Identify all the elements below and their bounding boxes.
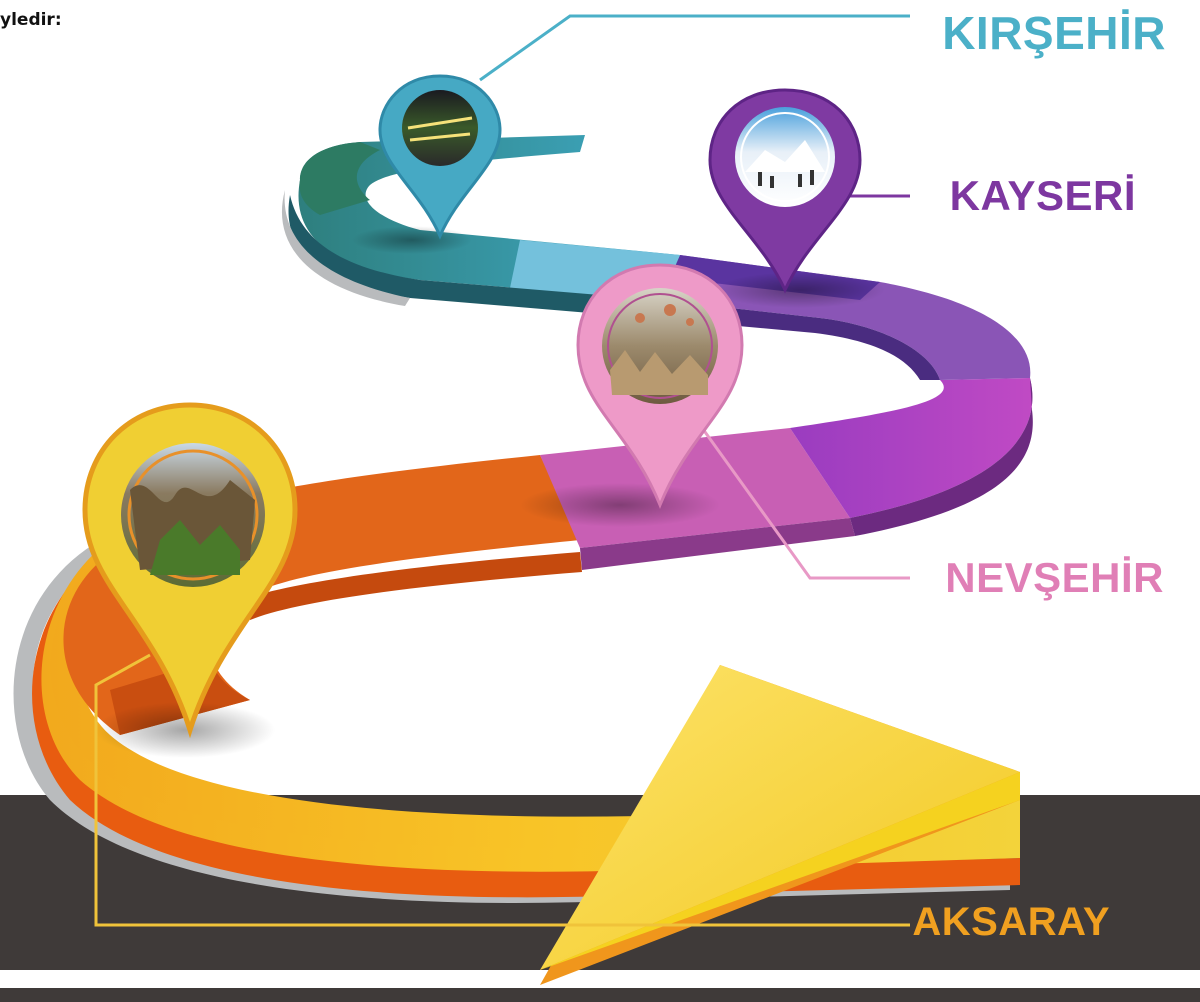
bottom-strip	[0, 988, 1200, 1002]
map-pin-icon	[82, 402, 298, 739]
arrow-head	[540, 665, 1020, 985]
leader-lines	[94, 14, 910, 927]
photo-icon	[735, 107, 835, 207]
label-nevsehir: NEVŞEHİR	[945, 554, 1164, 601]
map-pin-icon	[576, 263, 744, 510]
map-pin-icon	[708, 88, 862, 294]
label-kayseri: KAYSERİ	[949, 172, 1136, 219]
intro-text: yledir:	[0, 10, 62, 30]
map-pin-icon	[378, 74, 502, 240]
photo-icon	[402, 90, 478, 166]
label-kirsehir: KIRŞEHİR	[942, 7, 1166, 59]
label-aksaray: AKSARAY	[912, 900, 1110, 944]
